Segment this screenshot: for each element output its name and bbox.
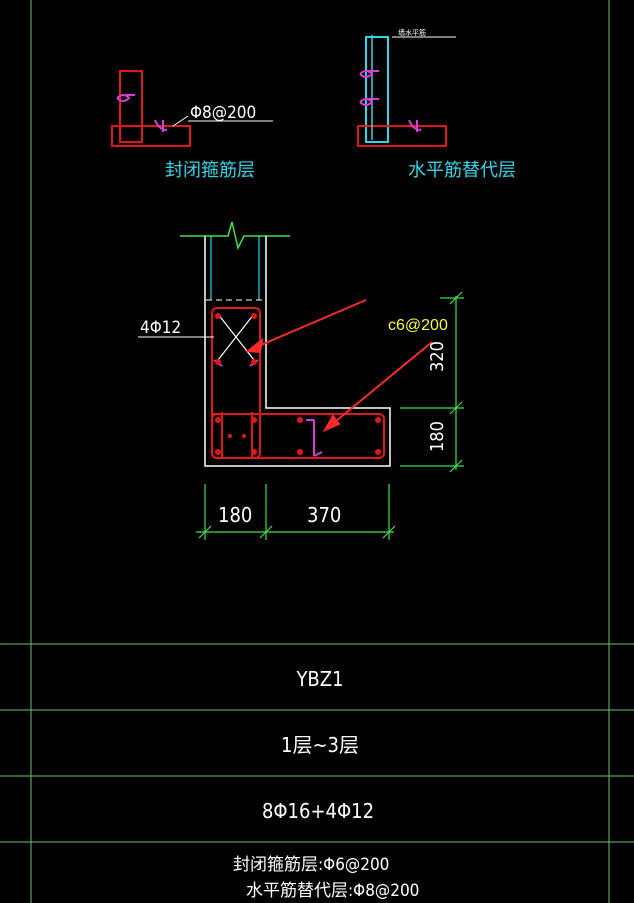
corner-bars-label: 4Φ12	[140, 318, 181, 338]
horizontal-dimension	[196, 484, 396, 540]
tiny-note: 墙水平筋	[398, 28, 426, 37]
dim-vertical-top: 320	[427, 341, 448, 372]
table-floors: 1层~3层	[281, 733, 359, 757]
dim-vertical-bottom: 180	[427, 421, 448, 452]
rebar-dots	[215, 313, 381, 455]
horizontal-bar-label: 水平筋替代层	[408, 160, 516, 181]
closed-stirrup-spec: Φ8@200	[190, 103, 256, 123]
vertical-dimension	[400, 291, 464, 473]
closed-stirrup-label: 封闭箍筋层	[165, 160, 255, 181]
table-stirrup-line2: 水平筋替代层:Φ8@200	[246, 881, 419, 901]
table-rebar: 8Φ16+4Φ12	[262, 799, 374, 823]
l-section	[180, 221, 391, 467]
table-stirrup-line1: 封闭箍筋层:Φ6@200	[233, 855, 389, 875]
table-name: YBZ1	[295, 667, 343, 691]
dim-horizontal-right: 370	[307, 503, 341, 527]
closed-stirrup-detail	[111, 70, 273, 147]
annotation-text: c6@200	[388, 317, 448, 334]
annotation-arrows	[245, 299, 433, 433]
horizontal-bar-detail	[357, 35, 456, 147]
dim-horizontal-left: 180	[218, 503, 252, 527]
